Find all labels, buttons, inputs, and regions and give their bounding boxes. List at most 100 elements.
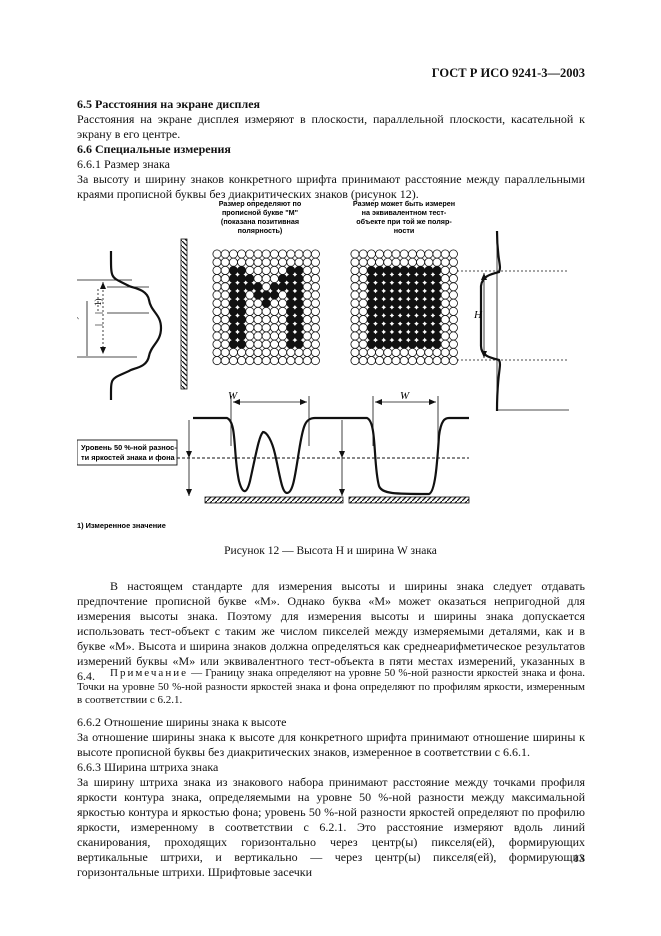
pixel-off <box>350 315 360 325</box>
pixel-off <box>358 315 368 325</box>
pixel-on <box>375 265 385 275</box>
pixel-off <box>261 356 271 366</box>
pixel-off <box>358 249 368 259</box>
pixel-on <box>432 331 442 341</box>
pixel-off <box>261 347 271 357</box>
pixel-off <box>294 347 304 357</box>
pixel-off <box>310 282 320 292</box>
pixel-off <box>366 356 376 366</box>
pixel-off <box>416 347 426 357</box>
pixel-off <box>448 323 458 333</box>
pixel-on <box>237 265 247 275</box>
pixel-on <box>432 339 442 349</box>
pixel-off <box>253 356 263 366</box>
pixel-grid-letter-m <box>212 249 320 366</box>
pixel-off <box>237 356 247 366</box>
pixel-on <box>424 331 434 341</box>
pixel-on <box>432 290 442 300</box>
pixel-off <box>261 315 271 325</box>
pixel-on <box>366 306 376 316</box>
width-label-left: W <box>228 390 238 402</box>
pixel-on <box>416 331 426 341</box>
pixel-off <box>358 257 368 267</box>
pixel-on <box>407 315 417 325</box>
pixel-off <box>278 290 288 300</box>
pixel-off <box>278 331 288 341</box>
pixel-off <box>375 249 385 259</box>
figure-12-drawing: Размер определяют по прописной букве "М"… <box>69 199 569 530</box>
pixel-on <box>278 274 288 284</box>
pixel-on <box>407 265 417 275</box>
pixel-off <box>212 274 222 284</box>
pixel-off <box>212 257 222 267</box>
pixel-on <box>391 265 401 275</box>
pixel-off <box>237 257 247 267</box>
pixel-off <box>375 257 385 267</box>
pixel-off <box>294 249 304 259</box>
pixel-on <box>237 331 247 341</box>
pixel-on <box>416 274 426 284</box>
pixel-on <box>407 331 417 341</box>
pixel-off <box>407 257 417 267</box>
pixel-on <box>391 331 401 341</box>
pixel-off <box>245 339 255 349</box>
pixel-on <box>399 290 409 300</box>
pixel-off <box>424 257 434 267</box>
pixel-off <box>302 257 312 267</box>
pixel-on <box>237 298 247 308</box>
pixel-on <box>237 315 247 325</box>
pixel-off <box>237 249 247 259</box>
pixel-on <box>432 298 442 308</box>
left-height-profile <box>109 250 163 401</box>
pixel-off <box>440 290 450 300</box>
pixel-on <box>366 282 376 292</box>
pixel-off <box>253 323 263 333</box>
pixel-off <box>391 257 401 267</box>
pixel-off <box>440 282 450 292</box>
pixel-off <box>302 331 312 341</box>
pixel-on <box>366 274 376 284</box>
pixel-off <box>237 347 247 357</box>
pixel-off <box>212 290 222 300</box>
pixel-on <box>424 282 434 292</box>
pixel-off <box>383 347 393 357</box>
pixel-off <box>375 356 385 366</box>
pixel-off <box>286 257 296 267</box>
pixel-off <box>212 315 222 325</box>
pixel-on <box>228 323 238 333</box>
pixel-off <box>245 306 255 316</box>
pixel-on <box>432 282 442 292</box>
figure-12: Размер определяют по прописной букве "М"… <box>69 196 585 531</box>
pixel-off <box>245 331 255 341</box>
measured-mark-2: 1) <box>93 299 103 307</box>
pixel-on <box>391 306 401 316</box>
pixel-grid-test-object <box>350 249 458 366</box>
pixel-off <box>350 257 360 267</box>
pixel-off <box>253 257 263 267</box>
pixel-on <box>383 331 393 341</box>
pixel-off <box>440 257 450 267</box>
pixel-off <box>310 331 320 341</box>
pixel-on <box>228 306 238 316</box>
pixel-on <box>399 315 409 325</box>
section-6-6-2-title: 6.6.2 Отношение ширины знака к высоте <box>77 715 287 729</box>
pixel-off <box>269 298 279 308</box>
pixel-on <box>432 265 442 275</box>
vertical-scan-bar <box>180 238 188 390</box>
pixel-off <box>212 331 222 341</box>
pixel-off <box>432 347 442 357</box>
pixel-off <box>278 265 288 275</box>
pixel-off <box>440 274 450 284</box>
pixel-off <box>286 356 296 366</box>
pixel-off <box>253 315 263 325</box>
pixel-on <box>286 290 296 300</box>
pixel-off <box>278 249 288 259</box>
pixel-on <box>245 282 255 292</box>
pixel-on <box>269 282 279 292</box>
pixel-off <box>212 298 222 308</box>
pixel-on <box>228 274 238 284</box>
pixel-off <box>269 249 279 259</box>
pixel-on <box>237 323 247 333</box>
pixel-off <box>448 249 458 259</box>
pixel-off <box>310 274 320 284</box>
